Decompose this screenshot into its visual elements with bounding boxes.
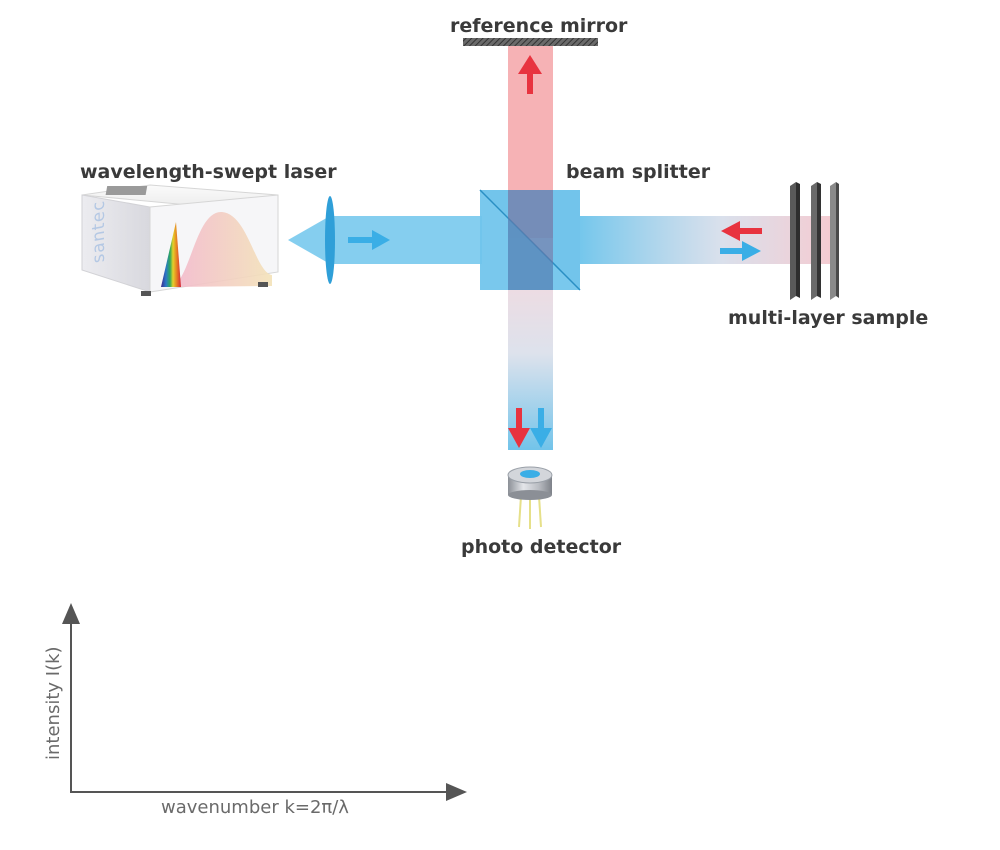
lens-icon	[325, 196, 335, 284]
spectrum-bell-fill	[170, 211, 272, 287]
detector-window	[520, 470, 540, 478]
y-axis-label: intensity I(k)	[43, 646, 64, 760]
source-beam-cone	[288, 216, 330, 264]
arrow-detector-blue-down-icon	[530, 408, 552, 448]
photo-detector-device	[507, 466, 553, 529]
arrow-sample-return-left-icon	[721, 221, 762, 241]
reference-mirror-label: reference mirror	[450, 15, 628, 37]
arrow-reference-up-icon	[518, 55, 542, 94]
detector-beam	[508, 290, 553, 450]
intensity-axes: intensity I(k) wavenumber k=2π/λ	[43, 603, 467, 818]
arrow-sample-forward-right-icon	[720, 241, 761, 261]
rainbow-spike	[161, 222, 181, 287]
y-axis-arrow-icon	[62, 603, 80, 624]
beam-splitter-label: beam splitter	[566, 161, 711, 183]
x-axis-arrow-icon	[446, 783, 467, 801]
reference-mirror	[463, 38, 598, 46]
sample-label: multi-layer sample	[728, 307, 928, 329]
laser-label: wavelength-swept laser	[80, 161, 337, 183]
laser-brand-logo: santec	[89, 199, 109, 265]
arrow-detector-red-down-icon	[508, 408, 530, 448]
multi-layer-sample	[790, 182, 839, 300]
arrow-source-right-icon	[348, 230, 390, 250]
laser-foot-right	[258, 282, 268, 287]
laser-foot-left	[141, 291, 151, 296]
x-axis-label: wavenumber k=2π/λ	[161, 797, 349, 818]
swept-laser-device: santec	[81, 184, 279, 296]
beam-splitter-cube	[479, 189, 581, 291]
vent-grille	[105, 186, 148, 195]
photo-detector-label: photo detector	[461, 536, 622, 558]
